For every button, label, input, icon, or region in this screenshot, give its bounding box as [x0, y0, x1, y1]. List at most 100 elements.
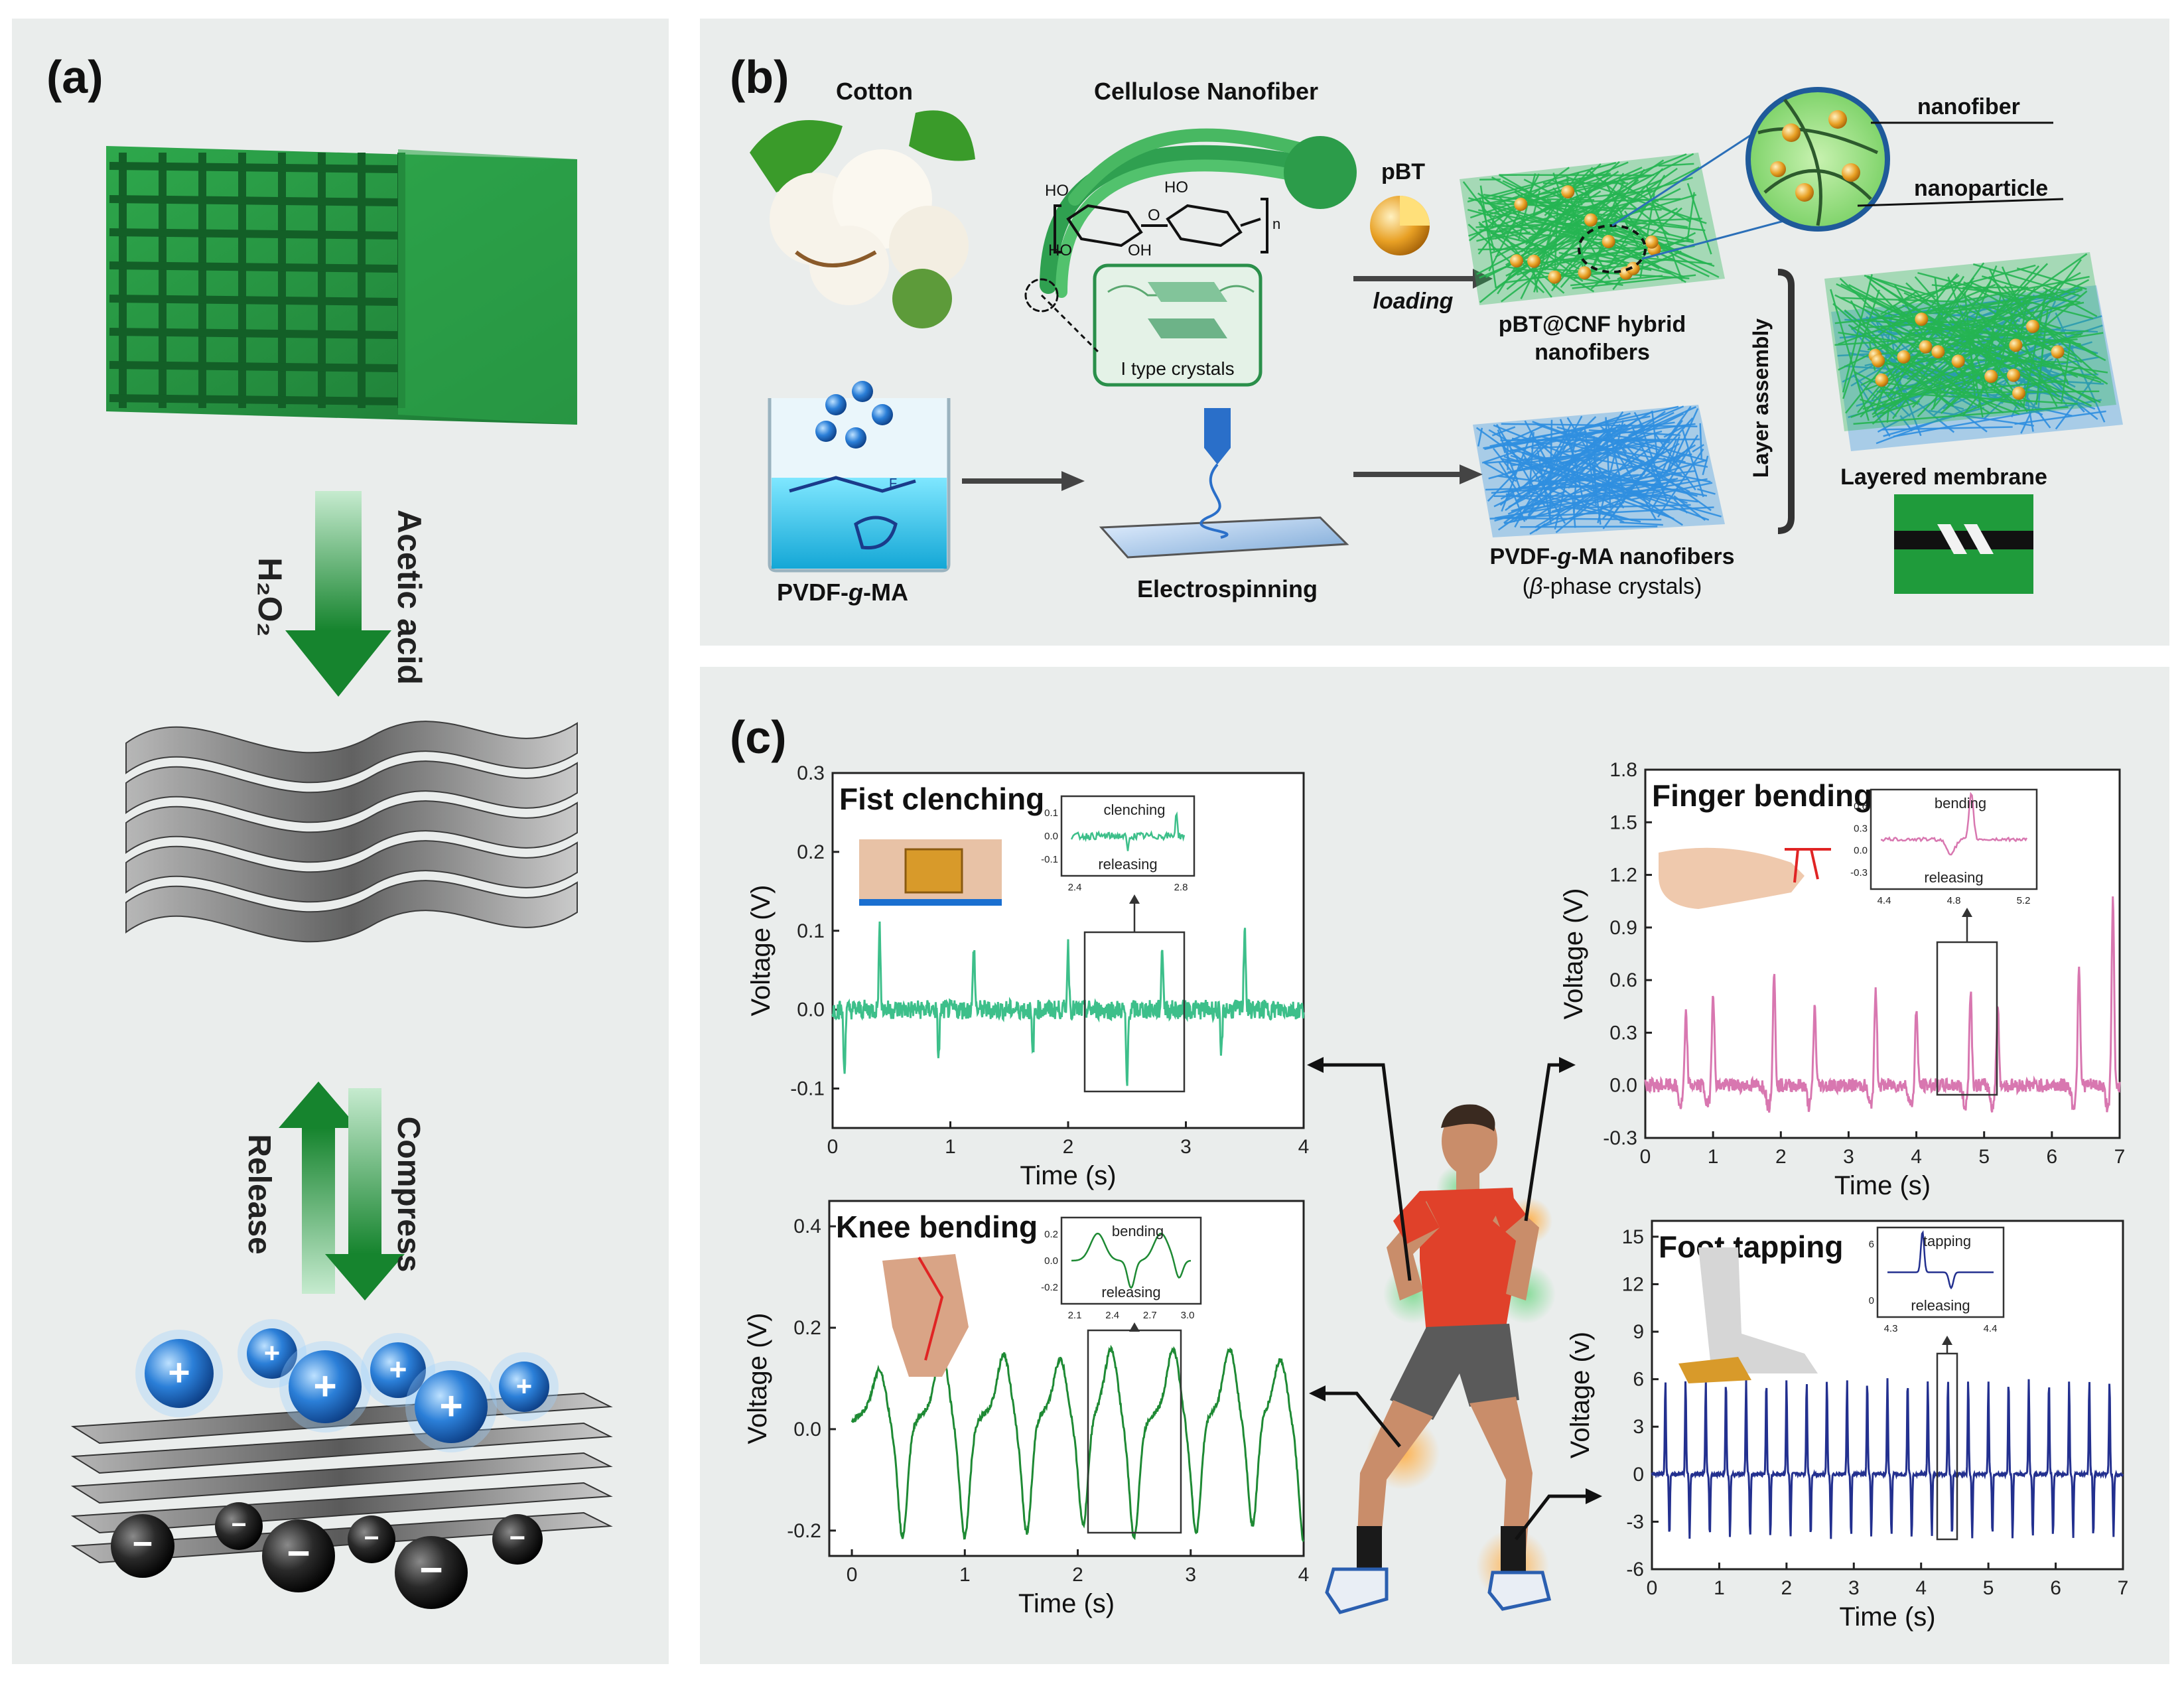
minus-sign: −	[364, 1523, 379, 1553]
y-tick-label: 0.3	[797, 762, 825, 784]
inset-trace	[1887, 1230, 1994, 1290]
oxidation-arrow-head	[285, 630, 391, 697]
minus-sign: −	[419, 1547, 443, 1592]
y-tick-label: 12	[1622, 1273, 1644, 1295]
loading-label: loading	[1373, 289, 1454, 314]
inset-x-tick-label: 2.4	[1068, 882, 1082, 893]
chart-title: Fist clenching	[839, 782, 1044, 816]
zoom-pointer-head	[1129, 1322, 1140, 1332]
panel-a-label: (a)	[46, 51, 103, 103]
release-label: Release	[241, 1134, 277, 1254]
inset-y-tick-label: 0.0	[1044, 831, 1058, 842]
compress-arrow-head	[325, 1254, 405, 1300]
inset-y-tick-label: 0.6	[1854, 801, 1868, 812]
plus-sign: +	[439, 1383, 462, 1428]
y-tick-label: 0.0	[793, 1419, 821, 1440]
minus-sign: −	[510, 1521, 525, 1553]
plus-sign: +	[313, 1363, 336, 1408]
signal-trace	[851, 1344, 1305, 1543]
beaker-icon	[768, 381, 951, 573]
knee-icon	[882, 1254, 969, 1377]
y-tick-label: 1.8	[1609, 759, 1637, 781]
y-axis-label: Voltage (V)	[1559, 888, 1588, 1020]
inset-bottom-label: releasing	[1911, 1297, 1970, 1314]
ho-label-2: HO	[1164, 178, 1188, 196]
compress-label: Compress	[391, 1117, 426, 1273]
chart-title: Knee bending	[836, 1210, 1038, 1244]
x-tick-label: 4	[1915, 1577, 1927, 1599]
x-tick-label: 4	[1298, 1564, 1310, 1586]
n-label: n	[1272, 216, 1280, 232]
x-tick-label: 1	[959, 1564, 971, 1586]
y-tick-label: 1.2	[1609, 865, 1637, 886]
zoom-pointer-head	[1129, 894, 1140, 904]
inset-x-tick-label: 2.1	[1068, 1310, 1082, 1321]
x-tick-label: 2	[1775, 1146, 1787, 1168]
panel-b-label: (b)	[730, 51, 789, 103]
inset-y-tick-label: 0.2	[1044, 1229, 1058, 1240]
inset-x-tick-label: 5.2	[2017, 895, 2031, 906]
x-tick-label: 7	[2118, 1577, 2129, 1599]
pbt-cutaway	[1400, 196, 1430, 226]
x-tick-label: 0	[1647, 1577, 1658, 1599]
signal-trace	[831, 921, 1305, 1086]
arrow-head-fist	[1307, 1057, 1324, 1073]
y-tick-label: -0.2	[787, 1520, 821, 1542]
x-tick-label: 3	[1185, 1564, 1196, 1586]
minus-sign: −	[231, 1510, 246, 1539]
x-tick-label: 2	[1072, 1564, 1083, 1586]
layer-assembly-bracket	[1777, 269, 1795, 534]
y-tick-label: 0.2	[793, 1317, 821, 1339]
membrane-photo-icon	[1894, 494, 2033, 594]
x-tick-label: 5	[1983, 1577, 1994, 1599]
y-tick-label: 0.2	[797, 841, 825, 863]
ho-label-3: HO	[1048, 242, 1072, 259]
graphite-block-icon	[106, 146, 577, 425]
magnified-view-icon	[1745, 87, 1890, 232]
zoom-pointer-head	[1962, 908, 1972, 917]
runner-icon	[1325, 1104, 1556, 1614]
arrow-head-knee	[1309, 1385, 1326, 1401]
inset-top-label: bending	[1935, 795, 1986, 811]
x-tick-label: 5	[1978, 1146, 1990, 1168]
inset-y-tick-label: 0.3	[1854, 823, 1868, 834]
crystals-label: I type crystals	[1121, 358, 1234, 379]
wavy-sheets-icon	[125, 721, 578, 943]
ho-label-1: HO	[1045, 182, 1069, 200]
y-tick-label: 6	[1633, 1369, 1644, 1391]
signal-trace	[1644, 896, 2121, 1113]
zoom-line-top	[1611, 125, 1765, 227]
x-tick-label: 1	[1708, 1146, 1719, 1168]
inset-y-tick-label: 0.1	[1044, 807, 1058, 819]
chart-title: Foot tapping	[1659, 1229, 1843, 1264]
inset-y-tick-label: 0.0	[1044, 1255, 1058, 1267]
y-tick-label: 3	[1633, 1416, 1644, 1438]
inset-trace	[1071, 1232, 1192, 1289]
inset-x-tick-label: 2.7	[1143, 1310, 1157, 1321]
beta-phase-label: (β-phase crystals)	[1523, 574, 1702, 599]
arrow-head-finger	[1559, 1057, 1576, 1073]
layered-membrane-label: Layered membrane	[1840, 464, 2047, 490]
x-tick-label: 3	[1848, 1577, 1860, 1599]
crystal-chains-icon	[1107, 282, 1255, 338]
inset-trace	[1881, 792, 2028, 856]
x-axis-label: Time (s)	[1834, 1171, 1931, 1200]
inset-x-tick-label: 4.4	[1984, 1323, 1998, 1334]
hybrid-label-2: nanofibers	[1535, 340, 1650, 365]
foot-icon	[1678, 1247, 1818, 1383]
forearm-sensor-icon	[859, 839, 1002, 906]
cellulose-structure-icon	[1054, 198, 1268, 253]
inset-trace	[1070, 811, 1186, 851]
inset-bottom-label: releasing	[1924, 869, 1983, 886]
x-axis-label: Time (s)	[1839, 1602, 1935, 1632]
x-tick-label: 6	[2050, 1577, 2061, 1599]
y-tick-label: 0.9	[1609, 917, 1637, 939]
x-tick-label: 4	[1298, 1136, 1310, 1158]
nanofiber-label: nanofiber	[1917, 94, 2020, 119]
x-tick-label: 1	[945, 1136, 956, 1158]
inset-bottom-label: releasing	[1098, 856, 1157, 873]
x-tick-label: 0	[827, 1136, 839, 1158]
inset-top-label: tapping	[1923, 1233, 1971, 1249]
